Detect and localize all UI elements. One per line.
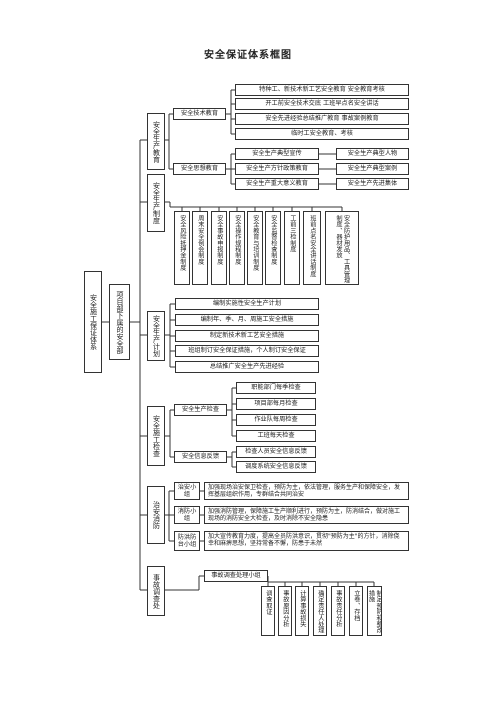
accident-item: 确定责任人处理 [313, 586, 327, 636]
check-item: 工班每天检查 [236, 430, 316, 442]
branch-accident: 事故调查处 [147, 566, 165, 616]
system-item: 安全监督检查制度 [265, 211, 281, 285]
system-item: 安全操作规程制度 [229, 211, 245, 285]
accident-item: 事故责任分析 [331, 586, 345, 636]
feedback-item: 检查人员安全信息反馈 [236, 446, 316, 458]
fire-group-text: 加强现场治安保卫检查，预防为主，依法管理，服务生产和保障安全，发挥基层组织作用，… [204, 482, 409, 500]
system-item: 安全防护用品、工具管理制度、器材发放 [325, 211, 359, 285]
thought-left-item: 安全生产方针政策教育 [235, 163, 319, 175]
branch-fire: 治安消防 [147, 486, 165, 544]
system-item: 安全风险抵押金制度 [174, 211, 190, 285]
thought-left-item: 安全生产重大意义教育 [235, 178, 319, 190]
accident-item: 事故原因分析 [278, 586, 292, 636]
education-tech-item: 特种工、新技术新工艺安全教育 安全教育考核 [235, 84, 409, 96]
plan-item: 班组制订安全保证措施，个人制订安全保证 [175, 345, 319, 357]
inspection-check-node: 安全生产检查 [174, 404, 227, 416]
plan-item: 总结推广安全生产先进经验 [175, 361, 319, 373]
system-item: 工前三检制度 [284, 211, 300, 285]
system-item: 安全事故申报制度 [211, 211, 227, 285]
education-tech-item: 开工前安全技术交底 工班早点名安全讲话 [235, 98, 409, 110]
thought-right-item: 安全生产典型案例 [336, 163, 409, 175]
education-tech-node: 安全技术教育 [173, 108, 226, 120]
check-item: 职能部门每季检查 [236, 382, 316, 394]
system-item: 周末安全例会制度 [192, 211, 208, 285]
inspection-feedback-node: 安全信息反馈 [174, 451, 227, 463]
check-item: 项目部每月检查 [236, 398, 316, 410]
thought-right-item: 安全生产典型人物 [336, 148, 409, 160]
fire-group-name: 治安小组 [174, 482, 200, 500]
system-item: 安全教育与培训制度 [247, 211, 263, 285]
fire-group-name: 消防小组 [174, 506, 200, 524]
branch-system: 安全生产制度 [147, 174, 165, 232]
thought-left-item: 安全生产典型宣传 [235, 148, 319, 160]
root-node: 安全施工保证体系 [84, 271, 102, 373]
thought-right-item: 安全生产先进集体 [336, 178, 409, 190]
accident-item: 立卷、存档 [349, 586, 363, 636]
accident-item: 计算事故损失 [295, 586, 309, 636]
check-item: 作业队每周检查 [236, 414, 316, 426]
page-title: 安全保证体系框图 [204, 50, 292, 61]
plan-item: 编制年、季、月、周施工安全措施 [175, 314, 319, 326]
branch-education: 安全生产教育 [147, 113, 165, 170]
feedback-item: 调度系统安全信息反馈 [236, 461, 316, 473]
fire-group-text: 加强消防管理，保障施工生产顺利进行，预防为主，防消结合，做对施工现场的消防安全大… [204, 506, 409, 524]
plan-item: 制定新技术新工艺安全措施 [175, 330, 319, 342]
accident-group-node: 事故调查处理小组 [204, 570, 268, 582]
fire-group-text: 加大宣传教育力度，提高全员防洪意识，贯彻"预防为主"的方针，消除侥幸和麻痹思想，… [204, 531, 409, 551]
branch-plan: 安全生产计划 [147, 311, 165, 361]
project-node: 项目部下属的安全部 [109, 284, 130, 360]
fire-group-name: 防洪防台小组 [174, 531, 200, 551]
accident-item: 制定预防和整改措施 [367, 586, 382, 636]
education-tech-item: 临时工安全教育、考核 [235, 128, 409, 140]
education-tech-item: 安全先进经验总结推广教育 事故案例教育 [235, 113, 409, 125]
education-thought-node: 安全思想教育 [173, 163, 226, 175]
system-item: 班前点名安全讲话制度 [303, 211, 321, 285]
accident-item: 调查取证 [261, 586, 275, 636]
plan-item: 编制实施性安全生产计划 [175, 298, 319, 310]
branch-inspection: 安全施工检查 [147, 406, 165, 466]
